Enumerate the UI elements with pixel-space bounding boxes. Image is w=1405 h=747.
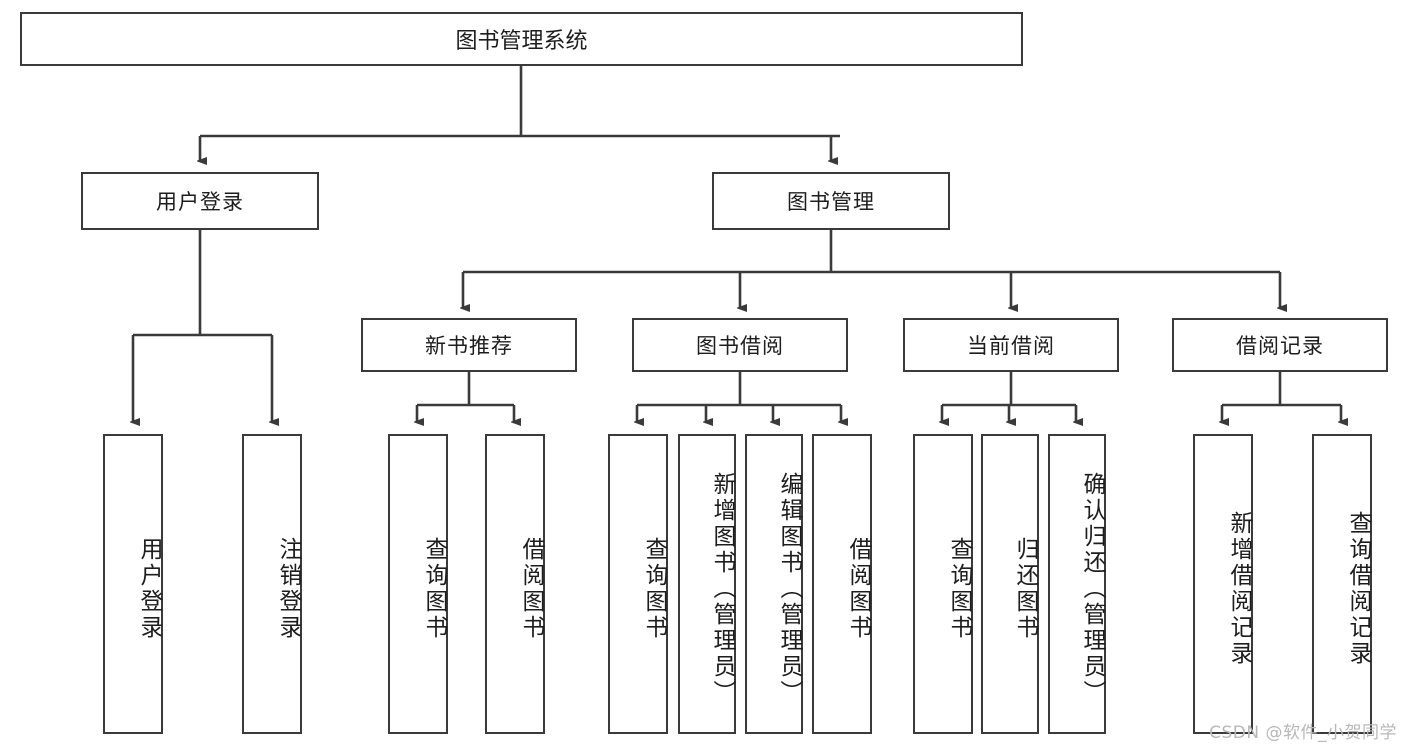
node-leaf-user-login[interactable]: 用户登录	[103, 434, 163, 734]
node-leaf-logout[interactable]: 注销登录	[242, 434, 302, 734]
node-label: 注销登录	[275, 537, 301, 641]
node-label: 新增借阅记录	[1226, 511, 1252, 667]
node-level2-new-book-recommendation[interactable]: 新书推荐	[361, 318, 577, 372]
node-leaf-query-borrow-record[interactable]: 查询借阅记录	[1312, 434, 1372, 734]
node-label: 编辑图书（管理员）	[776, 472, 802, 706]
node-level1-book-management[interactable]: 图书管理	[712, 172, 950, 230]
node-label: 借阅记录	[1236, 334, 1324, 358]
node-leaf-add-borrow-record[interactable]: 新增借阅记录	[1193, 434, 1253, 734]
node-leaf-confirm-return-admin[interactable]: 确认归还（管理员）	[1048, 434, 1106, 734]
csdn-watermark: CSDN @软件_小贺同学	[1209, 723, 1397, 743]
node-label: 归还图书	[1012, 537, 1038, 641]
node-label: 当前借阅	[967, 334, 1055, 358]
node-leaf-add-book-admin[interactable]: 新增图书（管理员）	[678, 434, 736, 734]
node-label: 图书借阅	[696, 334, 784, 358]
node-label: 借阅图书	[518, 537, 544, 641]
node-leaf-return-books[interactable]: 归还图书	[981, 434, 1039, 734]
node-root-label: 图书管理系统	[455, 29, 588, 54]
node-label: 借阅图书	[845, 537, 871, 641]
node-root[interactable]: 图书管理系统	[20, 12, 1023, 66]
node-label: 新增图书（管理员）	[709, 472, 735, 706]
node-leaf-borrow-books-recommendation[interactable]: 借阅图书	[485, 434, 545, 734]
node-level2-book-borrowing[interactable]: 图书借阅	[632, 318, 848, 372]
node-label: 查询借阅记录	[1345, 511, 1371, 667]
node-label: 确认归还（管理员）	[1079, 472, 1105, 706]
node-level2-current-borrowing[interactable]: 当前借阅	[903, 318, 1119, 372]
node-leaf-borrow-books-borrowing[interactable]: 借阅图书	[812, 434, 872, 734]
node-leaf-query-books-current[interactable]: 查询图书	[913, 434, 973, 734]
node-level1-user-login[interactable]: 用户登录	[81, 172, 319, 230]
node-level2-borrow-records[interactable]: 借阅记录	[1172, 318, 1388, 372]
node-label: 查询图书	[421, 537, 447, 641]
node-label: 图书管理	[787, 190, 875, 214]
node-label: 查询图书	[946, 537, 972, 641]
node-leaf-edit-book-admin[interactable]: 编辑图书（管理员）	[745, 434, 803, 734]
node-leaf-query-books-recommendation[interactable]: 查询图书	[388, 434, 448, 734]
node-leaf-query-books-borrowing[interactable]: 查询图书	[608, 434, 668, 734]
node-label: 新书推荐	[425, 334, 513, 358]
node-label: 用户登录	[156, 190, 244, 214]
node-label: 查询图书	[641, 537, 667, 641]
node-label: 用户登录	[136, 537, 162, 641]
